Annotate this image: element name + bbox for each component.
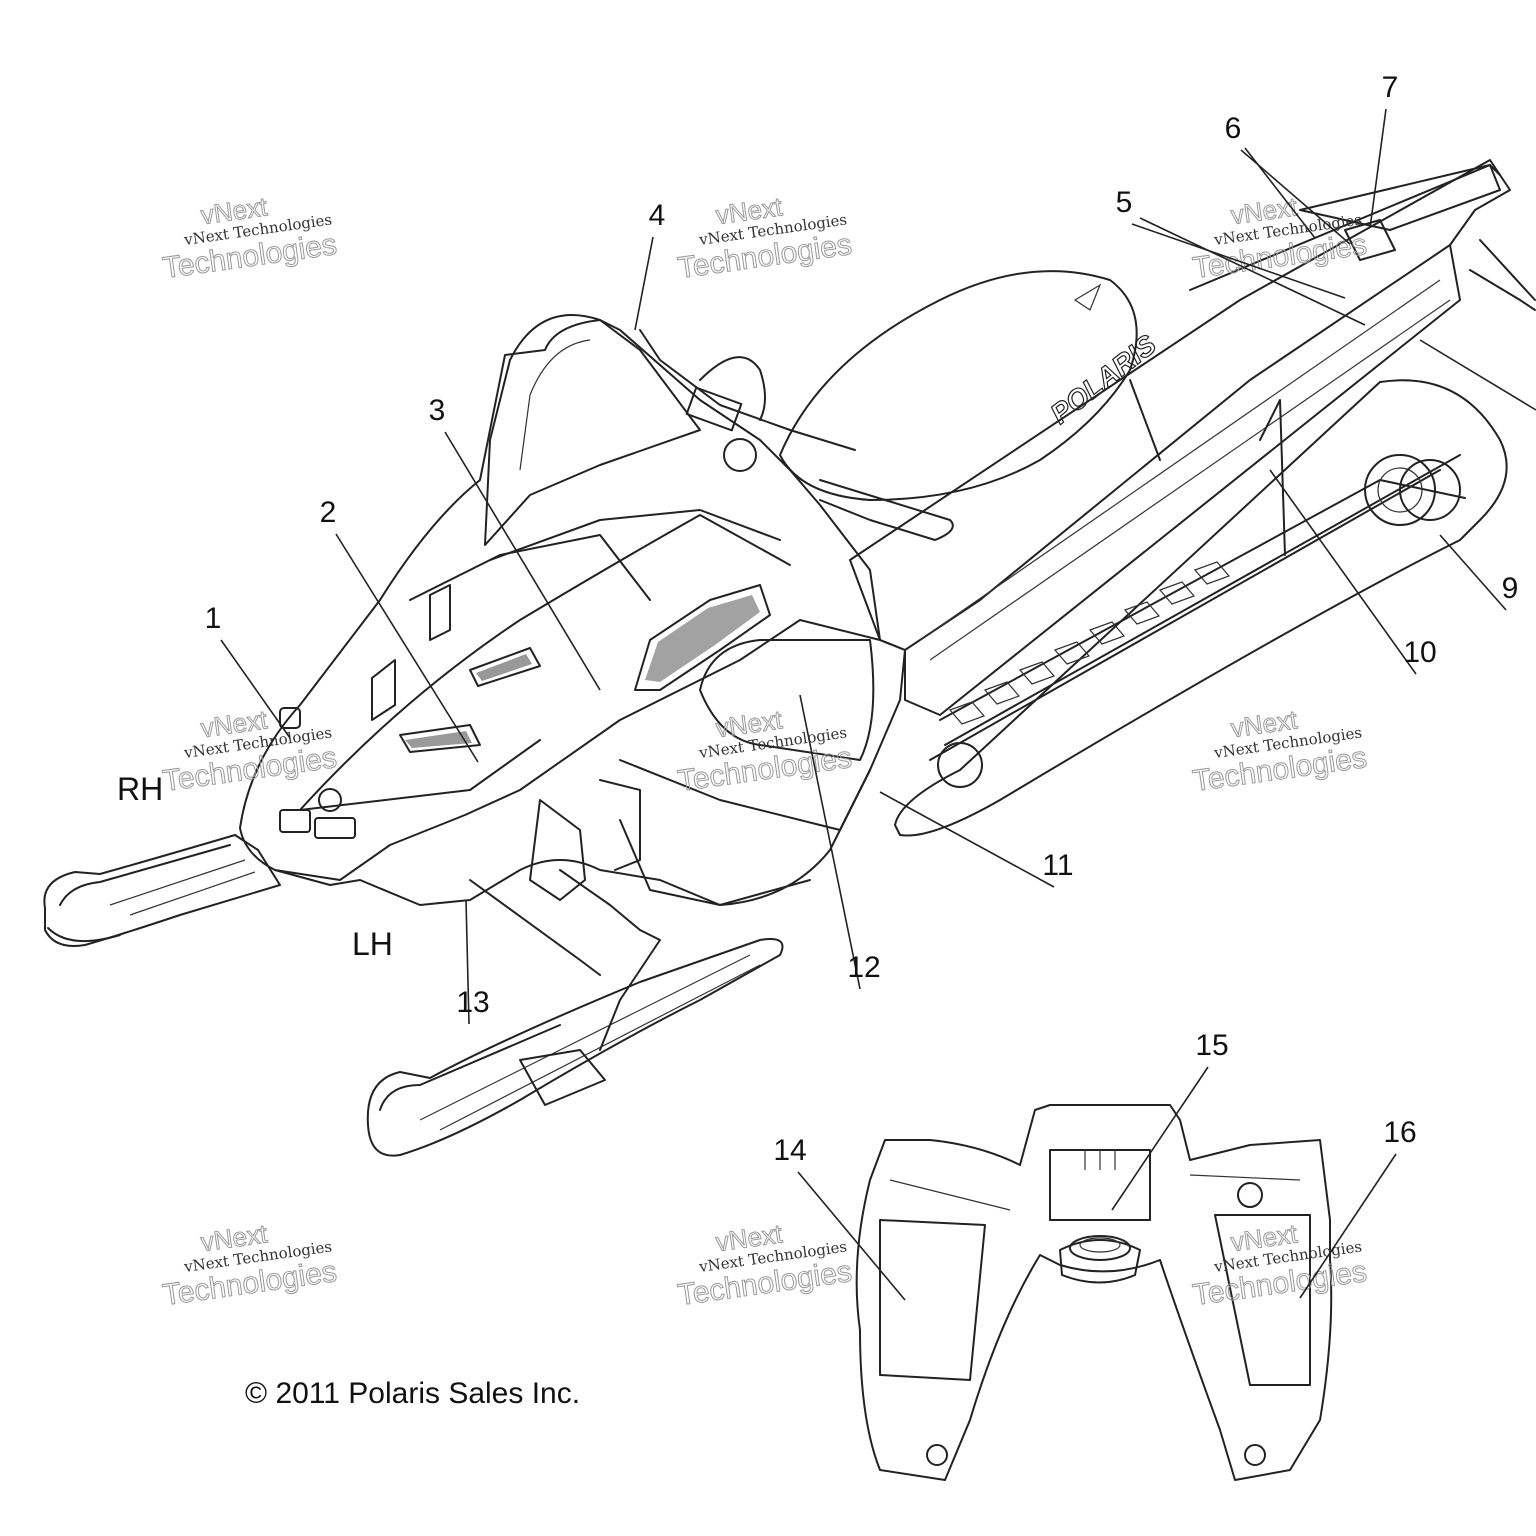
callout-12: 12 <box>847 951 880 984</box>
leader-line-3 <box>444 431 601 691</box>
extra-leaders <box>1139 147 1536 411</box>
leader-line-10 <box>1269 469 1417 675</box>
ski-lh <box>366 938 784 1157</box>
callout-16: 16 <box>1383 1116 1416 1149</box>
callout-11: 11 <box>1042 849 1073 882</box>
callout-6: 6 <box>1225 112 1242 145</box>
vent-grilles <box>371 584 771 753</box>
leader-line-7 <box>1369 108 1387 229</box>
callout-9: 9 <box>1502 572 1519 605</box>
front-suspension <box>469 779 661 1051</box>
seat-brand-text: POLARIS <box>1045 328 1162 429</box>
leader-line-16 <box>1299 1153 1397 1299</box>
leader-line-15 <box>1111 1066 1209 1211</box>
leader-line-1 <box>220 639 291 739</box>
leader-line-4 <box>634 236 654 331</box>
label-rh: RH <box>117 771 163 807</box>
callout-2: 2 <box>320 496 337 529</box>
leader-line-14 <box>797 1171 906 1301</box>
leader-line-12 <box>799 694 861 990</box>
snowmobile-drawing: POLARIS <box>43 159 1536 1481</box>
ski-rh <box>43 834 281 947</box>
callout-14: 14 <box>773 1134 806 1167</box>
hood <box>239 314 906 906</box>
callout-7: 7 <box>1382 71 1399 104</box>
copyright-text: © 2011 Polaris Sales Inc. <box>245 1377 580 1410</box>
callout-13: 13 <box>456 986 489 1019</box>
callout-1: 1 <box>205 602 222 635</box>
track-lugs <box>948 561 1231 725</box>
leader-line-6b <box>1244 147 1316 239</box>
track-assembly <box>894 379 1508 837</box>
hood-detail-parts <box>855 1104 1333 1481</box>
leader-line-5b <box>1139 217 1366 326</box>
callout-15: 15 <box>1195 1029 1228 1062</box>
callout-4: 4 <box>649 199 666 232</box>
leader-line-8-partial <box>1419 339 1536 411</box>
callout-10: 10 <box>1403 636 1436 669</box>
callout-5: 5 <box>1116 186 1133 219</box>
leader-line-2 <box>335 533 479 763</box>
leader-line-5 <box>1131 223 1346 299</box>
leader-line-11 <box>879 791 1055 888</box>
label-lh: LH <box>352 926 393 962</box>
leader-line-9 <box>1439 534 1507 611</box>
callout-3: 3 <box>429 394 446 427</box>
leader-line-13 <box>465 899 470 1025</box>
